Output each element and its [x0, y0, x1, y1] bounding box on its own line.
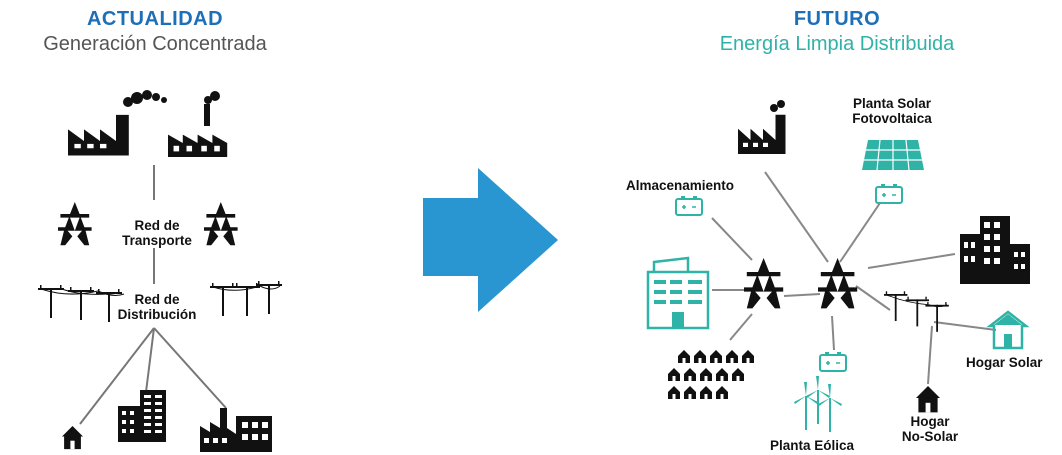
- left-subtitle: Generación Concentrada: [43, 33, 267, 55]
- power-line-icon: [38, 285, 125, 322]
- battery-icon: [875, 183, 903, 204]
- house-icon: [916, 386, 940, 413]
- transmission-tower-icon: [204, 202, 238, 246]
- transmission-tower-icon: [744, 258, 784, 309]
- distribution-network-label: Red de Distribución: [117, 292, 197, 322]
- right-heading: FUTURO Energía Limpia Distribuida: [672, 8, 1002, 56]
- storage-label: Almacenamiento: [626, 178, 735, 193]
- smoke-icon: [123, 90, 167, 107]
- connector-lines: [79, 165, 227, 425]
- industry-icon: [200, 408, 272, 452]
- battery-icon: [819, 351, 847, 372]
- house-icon: [62, 426, 83, 450]
- transmission-tower-icon: [58, 202, 92, 246]
- arrow-right-icon: [423, 168, 558, 312]
- network-lines: [711, 171, 997, 385]
- battery-icon: [675, 195, 703, 216]
- right-subtitle: Energía Limpia Distribuida: [719, 33, 955, 55]
- power-line-icon: [210, 281, 282, 316]
- left-title: ACTUALIDAD: [86, 8, 224, 30]
- non-solar-home-label: Hogar No-Solar: [901, 414, 959, 444]
- building-icon: [118, 390, 166, 442]
- smoke-icon: [204, 91, 220, 126]
- transmission-tower-icon: [818, 258, 858, 309]
- right-title: FUTURO: [793, 8, 881, 30]
- wind-plant-label: Planta Eólica: [770, 438, 855, 453]
- city-buildings-icon: [960, 216, 1030, 284]
- solar-panel-icon: [862, 139, 924, 171]
- office-building-icon: [646, 256, 710, 330]
- solar-house-icon: [986, 310, 1030, 350]
- factory-icon: [168, 134, 228, 157]
- solar-plant-label: Planta Solar Fotovoltaica: [852, 96, 932, 126]
- wind-turbine-icon: [794, 376, 842, 432]
- factory-icon: [68, 114, 129, 156]
- smoke-icon: [770, 100, 785, 112]
- left-heading: ACTUALIDAD Generación Concentrada: [0, 8, 310, 56]
- transport-network-label: Red de Transporte: [122, 218, 192, 248]
- power-line-icon: [884, 291, 949, 332]
- houses-icon: [668, 350, 754, 399]
- factory-icon: [738, 114, 786, 154]
- solar-home-label: Hogar Solar: [966, 355, 1043, 370]
